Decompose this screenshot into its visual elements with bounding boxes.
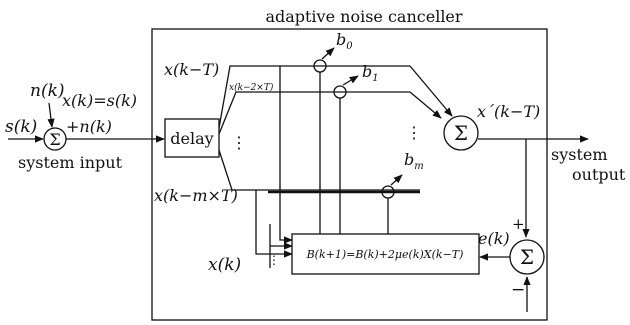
tap-dots-left: ⋮	[231, 133, 247, 152]
error-minus-sign: −	[511, 280, 525, 300]
tap2-label: x(k−2×T)	[229, 82, 274, 93]
weight-update-block	[291, 233, 480, 275]
tap2-line	[218, 91, 410, 135]
xk-label: x(k)	[208, 255, 241, 275]
error-label: e(k)	[478, 229, 510, 248]
input-summing-sigma: Σ	[49, 130, 60, 149]
weight-b0-arrow	[321, 47, 335, 60]
output-estimate-label: x´(k−T)	[477, 102, 540, 121]
weight-b0-label: b0	[336, 30, 353, 52]
tap2-to-sum-arrow	[409, 91, 442, 119]
noise-arrow	[47, 102, 55, 128]
error-plus-sign: +	[512, 215, 525, 233]
canceller-boundary-box	[151, 28, 548, 321]
tapm-label: x(k−m×T)	[154, 186, 238, 205]
weight-update-rule: B(k+1)=B(k)+2μe(k)X(k−T)	[306, 248, 464, 261]
mixed-input-expression: x(k)=s(k)	[62, 91, 137, 110]
delay-label: delay	[170, 129, 213, 148]
system-output-line1: system	[551, 145, 608, 164]
signal-label: s(k)	[5, 117, 37, 137]
mixed-input-plus-noise: +n(k)	[66, 117, 112, 136]
update-dots: ⋮	[268, 253, 280, 267]
tap1-label: x(k−T)	[164, 60, 219, 79]
output-summing-junction	[443, 115, 479, 151]
weight-b1-label: b1	[362, 62, 379, 84]
diagram-title: adaptive noise canceller	[265, 7, 462, 26]
system-input-label: system input	[18, 153, 123, 172]
tap1-to-sum-arrow	[409, 65, 453, 117]
weight-bm-arrow	[390, 174, 403, 186]
system-output-line2: output	[572, 165, 626, 184]
noise-label: n(k)	[30, 81, 65, 101]
tap-dots-right: ⋮	[406, 123, 422, 142]
output-summing-sigma: Σ	[454, 121, 468, 145]
weight-bm-label: bm	[404, 150, 424, 172]
tap1-line	[218, 65, 410, 129]
weight-b1-arrow	[342, 75, 359, 86]
tapm-feed-update	[255, 190, 293, 258]
error-summing-sigma: Σ	[520, 245, 534, 269]
delay-block	[164, 118, 220, 158]
tap1-feed-update	[279, 66, 293, 244]
tapm-line	[218, 149, 420, 191]
